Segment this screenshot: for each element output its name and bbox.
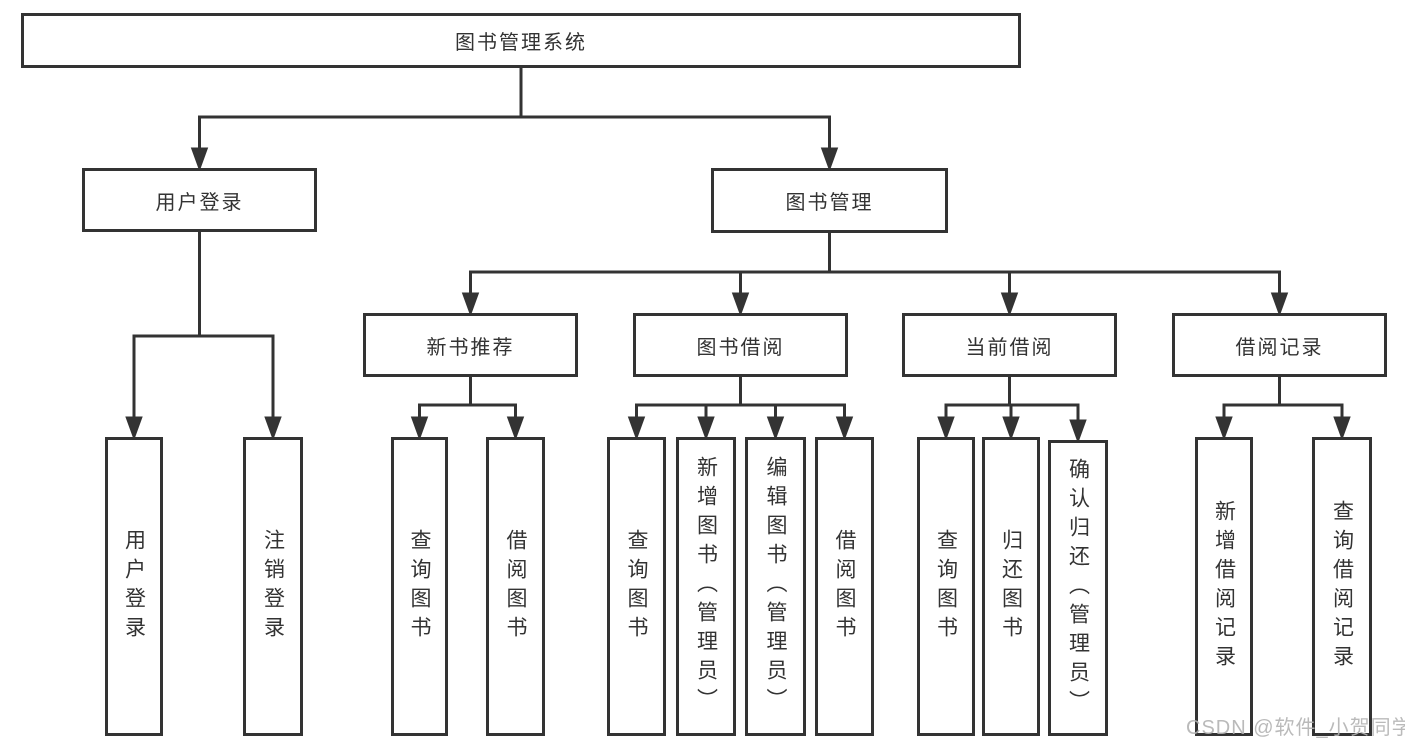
node-borrow-record: 借阅记录: [1172, 313, 1387, 377]
node-bb-borrow: 借阅图书: [815, 437, 874, 736]
node-label: 借阅记录: [1235, 336, 1324, 359]
node-logout: 注销登录: [243, 437, 303, 736]
node-cb-return: 归还图书: [982, 437, 1040, 736]
arrowhead-icon: [835, 416, 854, 441]
arrowhead-icon: [461, 292, 480, 317]
node-label: 新书推荐: [426, 336, 515, 359]
node-bb-edit: 编辑图书（管理员）: [745, 437, 806, 736]
node-label: 图书管理: [785, 192, 874, 214]
csdn-watermark: CSDN @软件_小贺同学: [1186, 717, 1405, 739]
node-label: 编辑图书（管理员）: [764, 456, 787, 717]
node-label: 新增借阅记录: [1212, 499, 1236, 674]
node-login: 用户登录: [105, 437, 163, 736]
node-label: 查询图书: [408, 528, 431, 645]
node-label: 借阅图书: [833, 528, 856, 645]
node-br-query: 查询借阅记录: [1312, 437, 1372, 736]
arrowhead-icon: [1000, 292, 1019, 317]
arrowhead-icon: [264, 416, 282, 441]
node-label: 查询图书: [625, 528, 648, 645]
arrowhead-icon: [506, 416, 525, 441]
node-rec-borrow: 借阅图书: [486, 437, 545, 736]
node-bb-add: 新增图书（管理员）: [676, 437, 736, 736]
node-cb-query: 查询图书: [917, 437, 975, 736]
node-br-add: 新增借阅记录: [1195, 437, 1253, 736]
node-user-login: 用户登录: [82, 168, 317, 232]
node-label: 确认归还（管理员）: [1066, 457, 1090, 719]
arrowhead-icon: [627, 416, 646, 441]
node-label: 用户登录: [155, 191, 244, 214]
arrowhead-icon: [1270, 292, 1289, 317]
node-label: 归还图书: [999, 528, 1023, 645]
node-current-borrow: 当前借阅: [902, 313, 1117, 377]
node-label: 当前借阅: [965, 336, 1054, 359]
arrowhead-icon: [1215, 416, 1233, 441]
arrowhead-icon: [125, 416, 143, 441]
node-book-mgmt: 图书管理: [711, 168, 948, 233]
node-book-borrow: 图书借阅: [633, 313, 848, 377]
node-label: 借阅图书: [504, 528, 527, 645]
arrowhead-icon: [190, 147, 209, 172]
arrowhead-icon: [731, 292, 750, 317]
node-label: 新增图书（管理员）: [694, 456, 718, 717]
node-root: 图书管理系统: [21, 13, 1021, 68]
arrowhead-icon: [1002, 416, 1020, 441]
arrowhead-icon: [1333, 416, 1351, 441]
arrowhead-icon: [410, 416, 429, 441]
node-label: 用户登录: [122, 528, 146, 645]
node-rec-query: 查询图书: [391, 437, 448, 736]
node-label: 图书借阅: [696, 336, 785, 359]
node-label: 注销登录: [261, 528, 285, 645]
node-new-book-rec: 新书推荐: [363, 313, 578, 377]
arrowhead-icon: [766, 416, 785, 441]
node-label: 查询图书: [934, 528, 958, 645]
arrowhead-icon: [697, 416, 715, 441]
node-cb-confirm: 确认归还（管理员）: [1048, 440, 1108, 736]
arrowhead-icon: [1069, 419, 1087, 444]
arrowhead-icon: [937, 416, 955, 441]
node-bb-query: 查询图书: [607, 437, 666, 736]
arrowhead-icon: [820, 147, 839, 172]
node-label: 查询借阅记录: [1330, 499, 1354, 674]
node-label: 图书管理系统: [455, 32, 587, 54]
